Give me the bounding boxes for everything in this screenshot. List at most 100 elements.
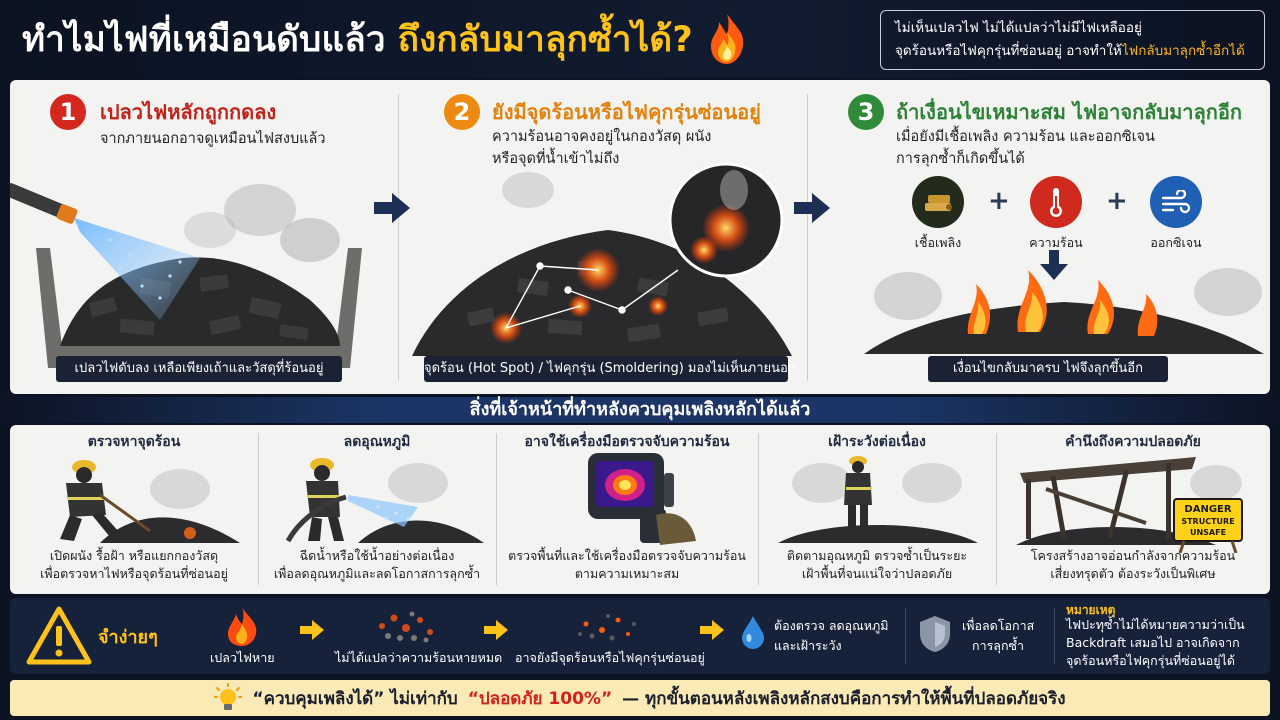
header-note-line2-prefix: จุดร้อนหรือไฟคุกรุ่นที่ซ่อนอยู่ อาจทำให้ bbox=[895, 43, 1122, 59]
wind-icon bbox=[1150, 176, 1202, 228]
hidden-embers-icon bbox=[578, 614, 636, 641]
reduce-line-1: เพื่อลดโอกาส bbox=[962, 618, 1035, 633]
action-card-detect: ตรวจหาจุดร้อน เปิดผนัง รื้อฝ้า หรือแยกกอ… bbox=[10, 425, 258, 594]
summary-divider bbox=[1054, 608, 1055, 664]
action-desc-line: เพื่อตรวจหาไฟหรือจุดร้อนที่ซ่อนอยู่ bbox=[40, 566, 228, 581]
step-3-caption: เงื่อนไขกลับมาครบ ไฟจึงลุกขึ้นอีก bbox=[928, 356, 1168, 382]
title-main: ทำไมไฟที่เหมือนดับแล้ว bbox=[22, 19, 386, 60]
step-3-desc-line1: เมื่อยังมีเชื้อเพลิง ความร้อน และออกซิเจ… bbox=[896, 129, 1155, 145]
arrow-right-icon bbox=[794, 193, 830, 223]
danger-sign-text: STRUCTURE bbox=[1181, 517, 1234, 526]
footer-banner: “ควบคุมเพลิงได้” ไม่เท่ากับ “ปลอดภัย 100… bbox=[10, 680, 1270, 716]
firefighter-watching-illustration bbox=[778, 456, 978, 543]
action-title: เฝ้าระวังต่อเนื่อง bbox=[828, 434, 926, 450]
footer-part1: “ควบคุมเพลิงได้” ไม่เท่ากับ bbox=[252, 688, 458, 709]
note-line-1: ไฟปะทุซ้ำไม่ได้หมายความว่าเป็น bbox=[1066, 617, 1245, 632]
action-card-cool: ลดอุณหภูมิ ฉีดน้ำหรือใช้น้ำอย่างต่อเนื่อ… bbox=[258, 425, 496, 594]
action-desc-line: เฝ้าพื้นที่จนแน่ใจว่าปลอดภัย bbox=[801, 566, 953, 581]
extinguished-pile-illustration bbox=[10, 183, 362, 368]
step-1-badge: 1 bbox=[50, 94, 86, 130]
action-title: ลดอุณหภูมิ bbox=[343, 434, 411, 450]
action-desc: ฉีดน้ำหรือใช้น้ำอย่างต่อเนื่อง เพื่อลดอุ… bbox=[258, 547, 496, 583]
action-desc: ติดตามอุณหภูมิ ตรวจซ้ำเป็นระยะ เฝ้าพื้นท… bbox=[758, 547, 996, 583]
action-title: คำนึงถึงความปลอดภัย bbox=[1065, 434, 1201, 450]
action-desc: ตรวจพื้นที่และใช้เครื่องมือตรวจจับความร้… bbox=[496, 547, 758, 583]
summary-divider bbox=[905, 608, 906, 664]
plus-sign: + bbox=[1106, 186, 1128, 216]
flow-step-1: เปลวไฟหาย bbox=[210, 650, 275, 665]
flame-icon bbox=[228, 608, 257, 646]
arrow-right-icon bbox=[374, 193, 410, 223]
actions-panel: ตรวจหาจุดร้อน เปิดผนัง รื้อฝ้า หรือแยกกอ… bbox=[10, 425, 1270, 594]
step-2-title: ยังมีจุดร้อนหรือไฟคุกรุ่นซ่อนอยู่ bbox=[492, 100, 761, 124]
footer-part3: — ทุกขั้นตอนหลังเพลิงหลักสงบคือการทำให้พ… bbox=[622, 688, 1066, 709]
card-divider bbox=[258, 433, 259, 585]
danger-sign-icon: DANGER STRUCTURE UNSAFE bbox=[1173, 498, 1243, 553]
reduce-line-2: การลุกซ้ำ bbox=[972, 638, 1025, 653]
action-desc-line: เพื่อลดอุณหภูมิและลดโอกาสการลุกซ้ำ bbox=[273, 566, 481, 581]
arrow-right-icon bbox=[484, 620, 508, 640]
note-title: หมายเหตุ bbox=[1066, 603, 1116, 617]
check-line-2: และเฝ้าระวัง bbox=[774, 638, 842, 653]
danger-sign-text: DANGER bbox=[1184, 504, 1231, 515]
arrow-right-icon bbox=[700, 620, 724, 640]
reignited-fire-illustration bbox=[864, 268, 1264, 354]
action-desc-line: ตรวจพื้นที่และใช้เครื่องมือตรวจจับความร้… bbox=[508, 548, 746, 563]
action-desc-line: โครงสร้างอาจอ่อนกำลังจากความร้อน bbox=[1030, 548, 1236, 563]
warning-triangle-icon bbox=[26, 606, 92, 665]
flow-step-2: ไม่ได้แปลว่าความร้อนหายหมด bbox=[335, 650, 503, 665]
action-desc: โครงสร้างอาจอ่อนกำลังจากความร้อน เสี่ยงท… bbox=[996, 547, 1270, 583]
step-1: 1 เปลวไฟหลักถูกกดลง จากภายนอกอาจดูเหมือน… bbox=[10, 80, 388, 394]
card-divider bbox=[496, 433, 497, 585]
action-desc-line: ตามความเหมาะสม bbox=[574, 566, 680, 581]
step-2-caption: จุดร้อน (Hot Spot) / ไฟคุกรุ่น (Smolderi… bbox=[424, 356, 796, 382]
card-divider bbox=[758, 433, 759, 585]
factor-fuel-label: เชื้อเพลิง bbox=[914, 235, 962, 250]
step-3: 3 ถ้าเงื่อนไขเหมาะสม ไฟอาจกลับมาลุกอีก เ… bbox=[818, 80, 1270, 394]
fuel-icon bbox=[912, 176, 964, 228]
flow-step-3: อาจยังมีจุดร้อนหรือไฟคุกรุ่นซ่อนอยู่ bbox=[515, 650, 705, 665]
embers-icon bbox=[379, 611, 433, 643]
check-line-1: ต้องตรวจ ลดอุณหภูมิ bbox=[774, 618, 889, 633]
arrow-right-icon bbox=[300, 620, 324, 640]
water-drop-icon bbox=[742, 616, 764, 649]
factor-fuel: เชื้อเพลิง bbox=[906, 176, 970, 253]
action-card-safety: คำนึงถึงความปลอดภัย DANGER STRUCTURE UNS… bbox=[996, 425, 1270, 594]
action-card-monitor: เฝ้าระวังต่อเนื่อง ติดตามอุณหภูมิ ตรวจซ้… bbox=[758, 425, 996, 594]
smoldering-pile-illustration bbox=[412, 162, 792, 356]
header-note: ไม่เห็นเปลวไฟ ไม่ได้แปลว่าไม่มีไฟเหลืออย… bbox=[880, 10, 1265, 70]
step-2-desc-line1: ความร้อนอาจคงอยู่ในกองวัสดุ ผนัง bbox=[492, 129, 712, 145]
fire-icon bbox=[710, 14, 744, 64]
action-desc: เปิดผนัง รื้อฝ้า หรือแยกกองวัสดุ เพื่อตร… bbox=[10, 547, 258, 583]
step-3-badge: 3 bbox=[848, 94, 884, 130]
plus-sign: + bbox=[988, 186, 1010, 216]
step-divider bbox=[398, 94, 399, 380]
header: ทำไมไฟที่เหมือนดับแล้ว ถึงกลับมาลุกซ้ำได… bbox=[0, 0, 1280, 78]
section-title: สิ่งที่เจ้าหน้าที่ทำหลังควบคุมเพลิงหลักไ… bbox=[0, 397, 1280, 423]
firefighter-inspecting-illustration bbox=[60, 460, 240, 543]
action-title: อาจใช้เครื่องมือตรวจจับความร้อน bbox=[524, 434, 730, 450]
factor-heat-label: ความร้อน bbox=[1029, 235, 1083, 250]
action-title: ตรวจหาจุดร้อน bbox=[87, 434, 181, 450]
step-3-desc-line2: การลุกซ้ำก็เกิดขึ้นได้ bbox=[896, 151, 1025, 167]
lightbulb-icon bbox=[214, 683, 243, 710]
note-line-3: จุดร้อนหรือไฟคุกรุ่นที่ซ่อนอยู่ได้ bbox=[1066, 653, 1236, 668]
note-line-2: Backdraft เสมอไป อาจเกิดจาก bbox=[1066, 635, 1240, 650]
header-note-line2-highlight: ไฟกลับมาลุกซ้ำอีกได้ bbox=[1121, 43, 1245, 59]
step-1-caption: เปลวไฟดับลง เหลือเพียงเถ้าและวัสดุที่ร้อ… bbox=[56, 356, 342, 382]
thermal-camera-illustration bbox=[588, 453, 696, 545]
action-desc-line: ฉีดน้ำหรือใช้น้ำอย่างต่อเนื่อง bbox=[299, 548, 455, 563]
step-1-desc: จากภายนอกอาจดูเหมือนไฟสงบแล้ว bbox=[100, 131, 326, 147]
action-card-thermal: อาจใช้เครื่องมือตรวจจับความร้อน ตรวจพื้น… bbox=[496, 425, 758, 594]
page-title: ทำไมไฟที่เหมือนดับแล้ว ถึงกลับมาลุกซ้ำได… bbox=[22, 12, 749, 66]
title-highlight: ถึงกลับมาลุกซ้ำได้? bbox=[397, 19, 693, 60]
shield-icon bbox=[920, 616, 950, 652]
card-divider bbox=[996, 433, 997, 585]
summary-panel: จำง่ายๆ เปลวไฟหาย ไม่ได้แปลว่าความร้อนหา… bbox=[10, 598, 1270, 674]
action-desc-line: ติดตามอุณหภูมิ ตรวจซ้ำเป็นระยะ bbox=[786, 548, 968, 563]
action-desc-line: เสี่ยงทรุดตัว ต้องระวังเป็นพิเศษ bbox=[1050, 566, 1216, 581]
arrow-down-icon bbox=[1040, 250, 1068, 280]
steps-panel: 1 เปลวไฟหลักถูกกดลง จากภายนอกอาจดูเหมือน… bbox=[10, 80, 1270, 394]
step-2-desc-line2: หรือจุดที่น้ำเข้าไม่ถึง bbox=[492, 151, 620, 167]
action-desc-line: เปิดผนัง รื้อฝ้า หรือแยกกองวัสดุ bbox=[49, 548, 219, 563]
